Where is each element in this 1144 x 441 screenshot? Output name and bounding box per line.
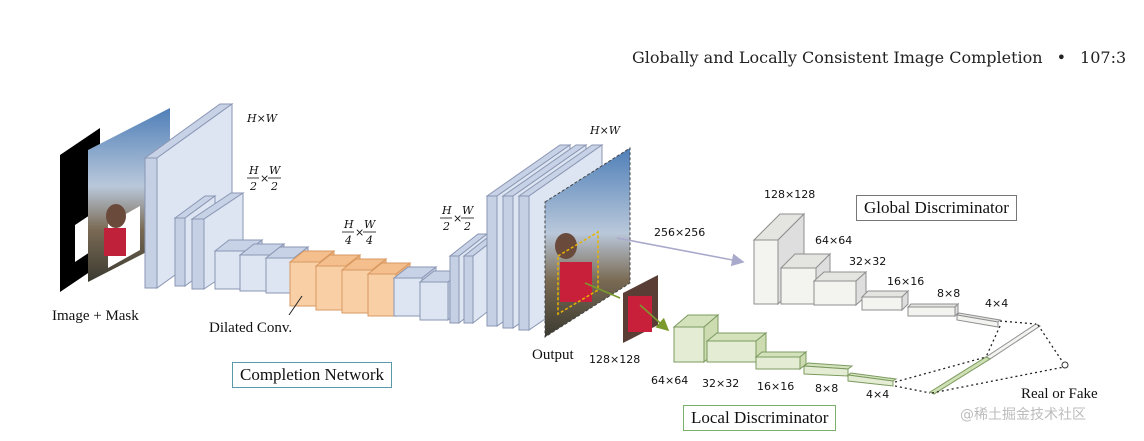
global-input-size: 256×256 — [654, 226, 705, 239]
output-completed-region — [557, 230, 599, 316]
dilated-conv-label: Dilated Conv. — [209, 320, 292, 336]
local-dim-64: 64×64 — [651, 374, 688, 387]
local-layer-8 — [802, 362, 854, 377]
global-dim-8: 8×8 — [937, 287, 960, 300]
global-layer-16 — [860, 289, 910, 312]
svg-text:W: W — [269, 164, 282, 177]
global-fc-vector — [985, 323, 1041, 360]
output-photo-shirt — [560, 262, 592, 302]
header-page-ref: 107:3 — [1080, 48, 1127, 67]
fc-connections — [894, 320, 1065, 394]
completion-network-layers — [143, 103, 310, 295]
global-discriminator-layers — [752, 212, 1041, 360]
local-patch-shirt — [628, 296, 652, 332]
svg-text:2: 2 — [442, 220, 450, 233]
output-photo-person — [555, 233, 577, 259]
local-dim-8: 8×8 — [815, 382, 838, 395]
global-dim-4: 4×4 — [985, 297, 1008, 310]
svg-text:H: H — [343, 218, 354, 231]
local-discriminator-layers — [672, 313, 992, 395]
local-patch — [623, 275, 658, 343]
global-dim-32: 32×32 — [849, 255, 886, 268]
arrow-to-local — [639, 304, 670, 332]
local-dim-4: 4×4 — [866, 388, 889, 401]
svg-text:2: 2 — [270, 180, 278, 193]
global-dim-16: 16×16 — [887, 275, 924, 288]
dilated-conv-pointer — [288, 295, 303, 316]
local-layer-4 — [846, 372, 898, 387]
svg-text:H: H — [441, 204, 452, 217]
completion-network-label: Completion Network — [232, 362, 393, 388]
svg-text:×: × — [453, 212, 462, 225]
svg-text:×: × — [260, 172, 269, 185]
dim-decoder-half: H 2 × W 2 — [440, 204, 475, 233]
dim-output-hw: H×W — [589, 124, 622, 137]
local-input-size: 128×128 — [589, 353, 640, 366]
dim-input-hw: H×W — [246, 112, 279, 125]
running-header: Globally and Locally Consistent Image Co… — [632, 48, 1126, 67]
global-layer-8 — [906, 302, 960, 318]
global-dim-64: 64×64 — [815, 234, 852, 247]
dilated-conv-layers — [288, 249, 412, 318]
dim-half: H 2 × W 2 — [247, 164, 282, 193]
svg-text:2: 2 — [463, 220, 471, 233]
dim-quarter: H 4 × W 4 — [342, 218, 377, 247]
global-dim-128: 128×128 — [764, 188, 815, 201]
local-layer-16 — [754, 350, 808, 371]
arrow-to-patch — [584, 282, 621, 299]
global-layer-32 — [812, 270, 868, 307]
local-dim-32: 32×32 — [702, 377, 739, 390]
svg-text:W: W — [462, 204, 475, 217]
svg-text:2: 2 — [249, 180, 257, 193]
output-label: Output — [532, 347, 575, 363]
svg-text:4: 4 — [344, 234, 352, 247]
input-photo-shirt — [104, 228, 126, 256]
watermark: @稀土掘金技术社区 — [960, 407, 1086, 423]
local-dim-16: 16×16 — [757, 380, 794, 393]
input-label: Image + Mask — [52, 308, 139, 324]
mask-hole — [75, 215, 90, 262]
output-image — [544, 147, 631, 338]
svg-text:4: 4 — [365, 234, 373, 247]
output-node — [1061, 361, 1069, 369]
global-layer-4 — [955, 312, 1002, 328]
real-or-fake-label: Real or Fake — [1021, 386, 1098, 402]
header-bullet: • — [1056, 48, 1067, 67]
input-photo-person — [106, 204, 126, 228]
svg-text:W: W — [364, 218, 377, 231]
header-title: Globally and Locally Consistent Image Co… — [632, 48, 1043, 67]
local-discriminator-label: Local Discriminator — [683, 405, 837, 431]
svg-text:×: × — [355, 226, 364, 239]
arrow-to-global — [616, 237, 745, 267]
global-discriminator-label: Global Discriminator — [856, 195, 1017, 221]
local-fc-vector — [928, 356, 992, 395]
svg-text:H: H — [248, 164, 259, 177]
